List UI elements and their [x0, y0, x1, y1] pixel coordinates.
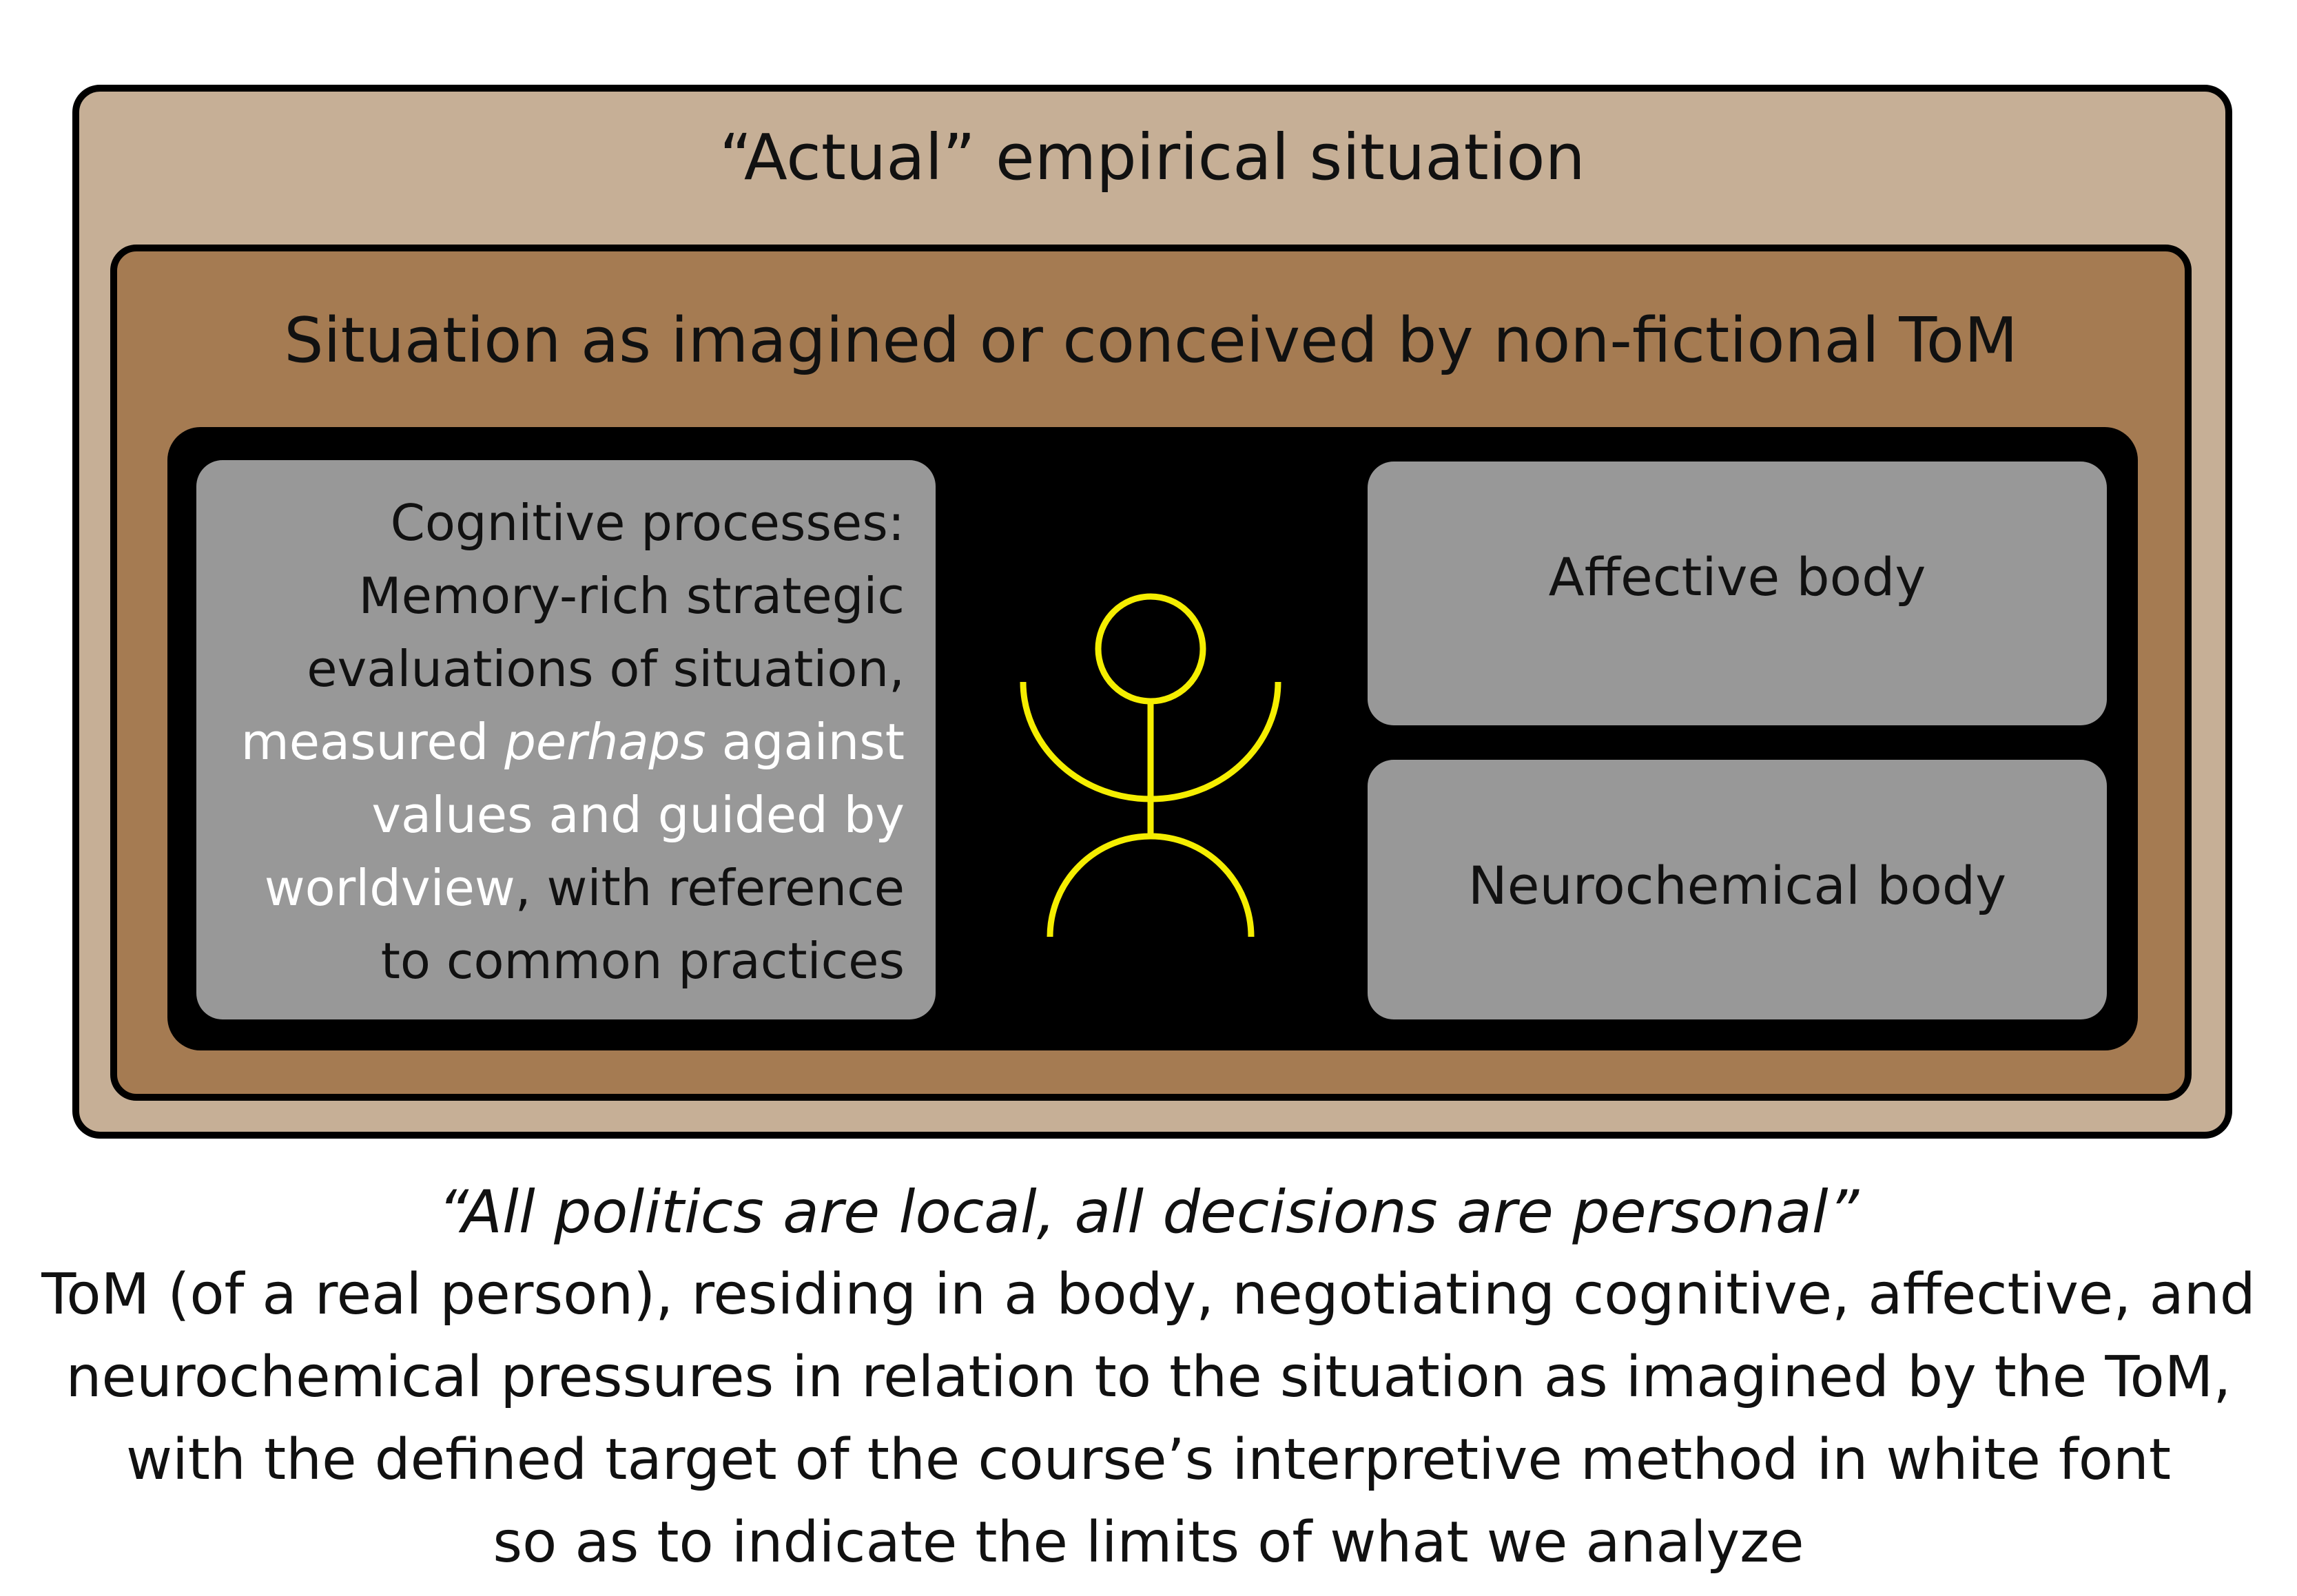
caption-line-2: neurochemical pressures in relation to t…	[65, 1345, 2232, 1410]
cognitive-line-6: worldview, with reference	[241, 851, 905, 924]
cognitive-line-4-emphasis: perhaps	[504, 713, 706, 771]
cognitive-line-1: Cognitive processes:	[390, 494, 905, 552]
cognitive-line-2: Memory-rich strategic	[358, 567, 905, 625]
imagined-situation-title: Situation as imagined or conceived by no…	[284, 304, 2018, 377]
actual-situation-title: “Actual” empirical situation	[719, 121, 1585, 194]
cognitive-processes-panel: Cognitive processes: Memory-rich strateg…	[196, 460, 936, 1019]
stick-figure-head	[1095, 593, 1206, 705]
cognitive-line-5: values and guided by	[371, 786, 905, 844]
stick-figure-arms	[1020, 681, 1281, 802]
stick-figure-icon	[1020, 593, 1281, 937]
cognitive-line-4-start: measured	[240, 713, 505, 771]
cognitive-line-7: to common practices	[380, 932, 905, 990]
affective-body-panel: Affective body	[1368, 462, 2107, 725]
cognitive-line-4: measured perhaps against	[241, 705, 905, 778]
cognitive-processes-text: Cognitive processes: Memory-rich strateg…	[241, 486, 905, 997]
stick-figure-legs	[1047, 833, 1255, 937]
affective-body-label: Affective body	[1548, 546, 1926, 608]
caption-line-1: ToM (of a real person), residing in a bo…	[41, 1262, 2256, 1327]
caption-line-4: so as to indicate the limits of what we …	[493, 1510, 1804, 1575]
cognitive-line-3: evaluations of situation,	[307, 640, 905, 698]
caption-line-3: with the defined target of the course’s …	[125, 1427, 2172, 1493]
caption-quote: “All politics are local, all decisions a…	[437, 1178, 1860, 1247]
neurochemical-body-label: Neurochemical body	[1467, 855, 2007, 916]
caption: “All politics are local, all decisions a…	[0, 1171, 2297, 1584]
cognitive-line-4-end: against	[705, 713, 905, 771]
cognitive-line-6-start: worldview	[264, 859, 515, 917]
cognitive-line-6-end: , with reference	[515, 859, 905, 917]
neurochemical-body-panel: Neurochemical body	[1368, 760, 2107, 1019]
